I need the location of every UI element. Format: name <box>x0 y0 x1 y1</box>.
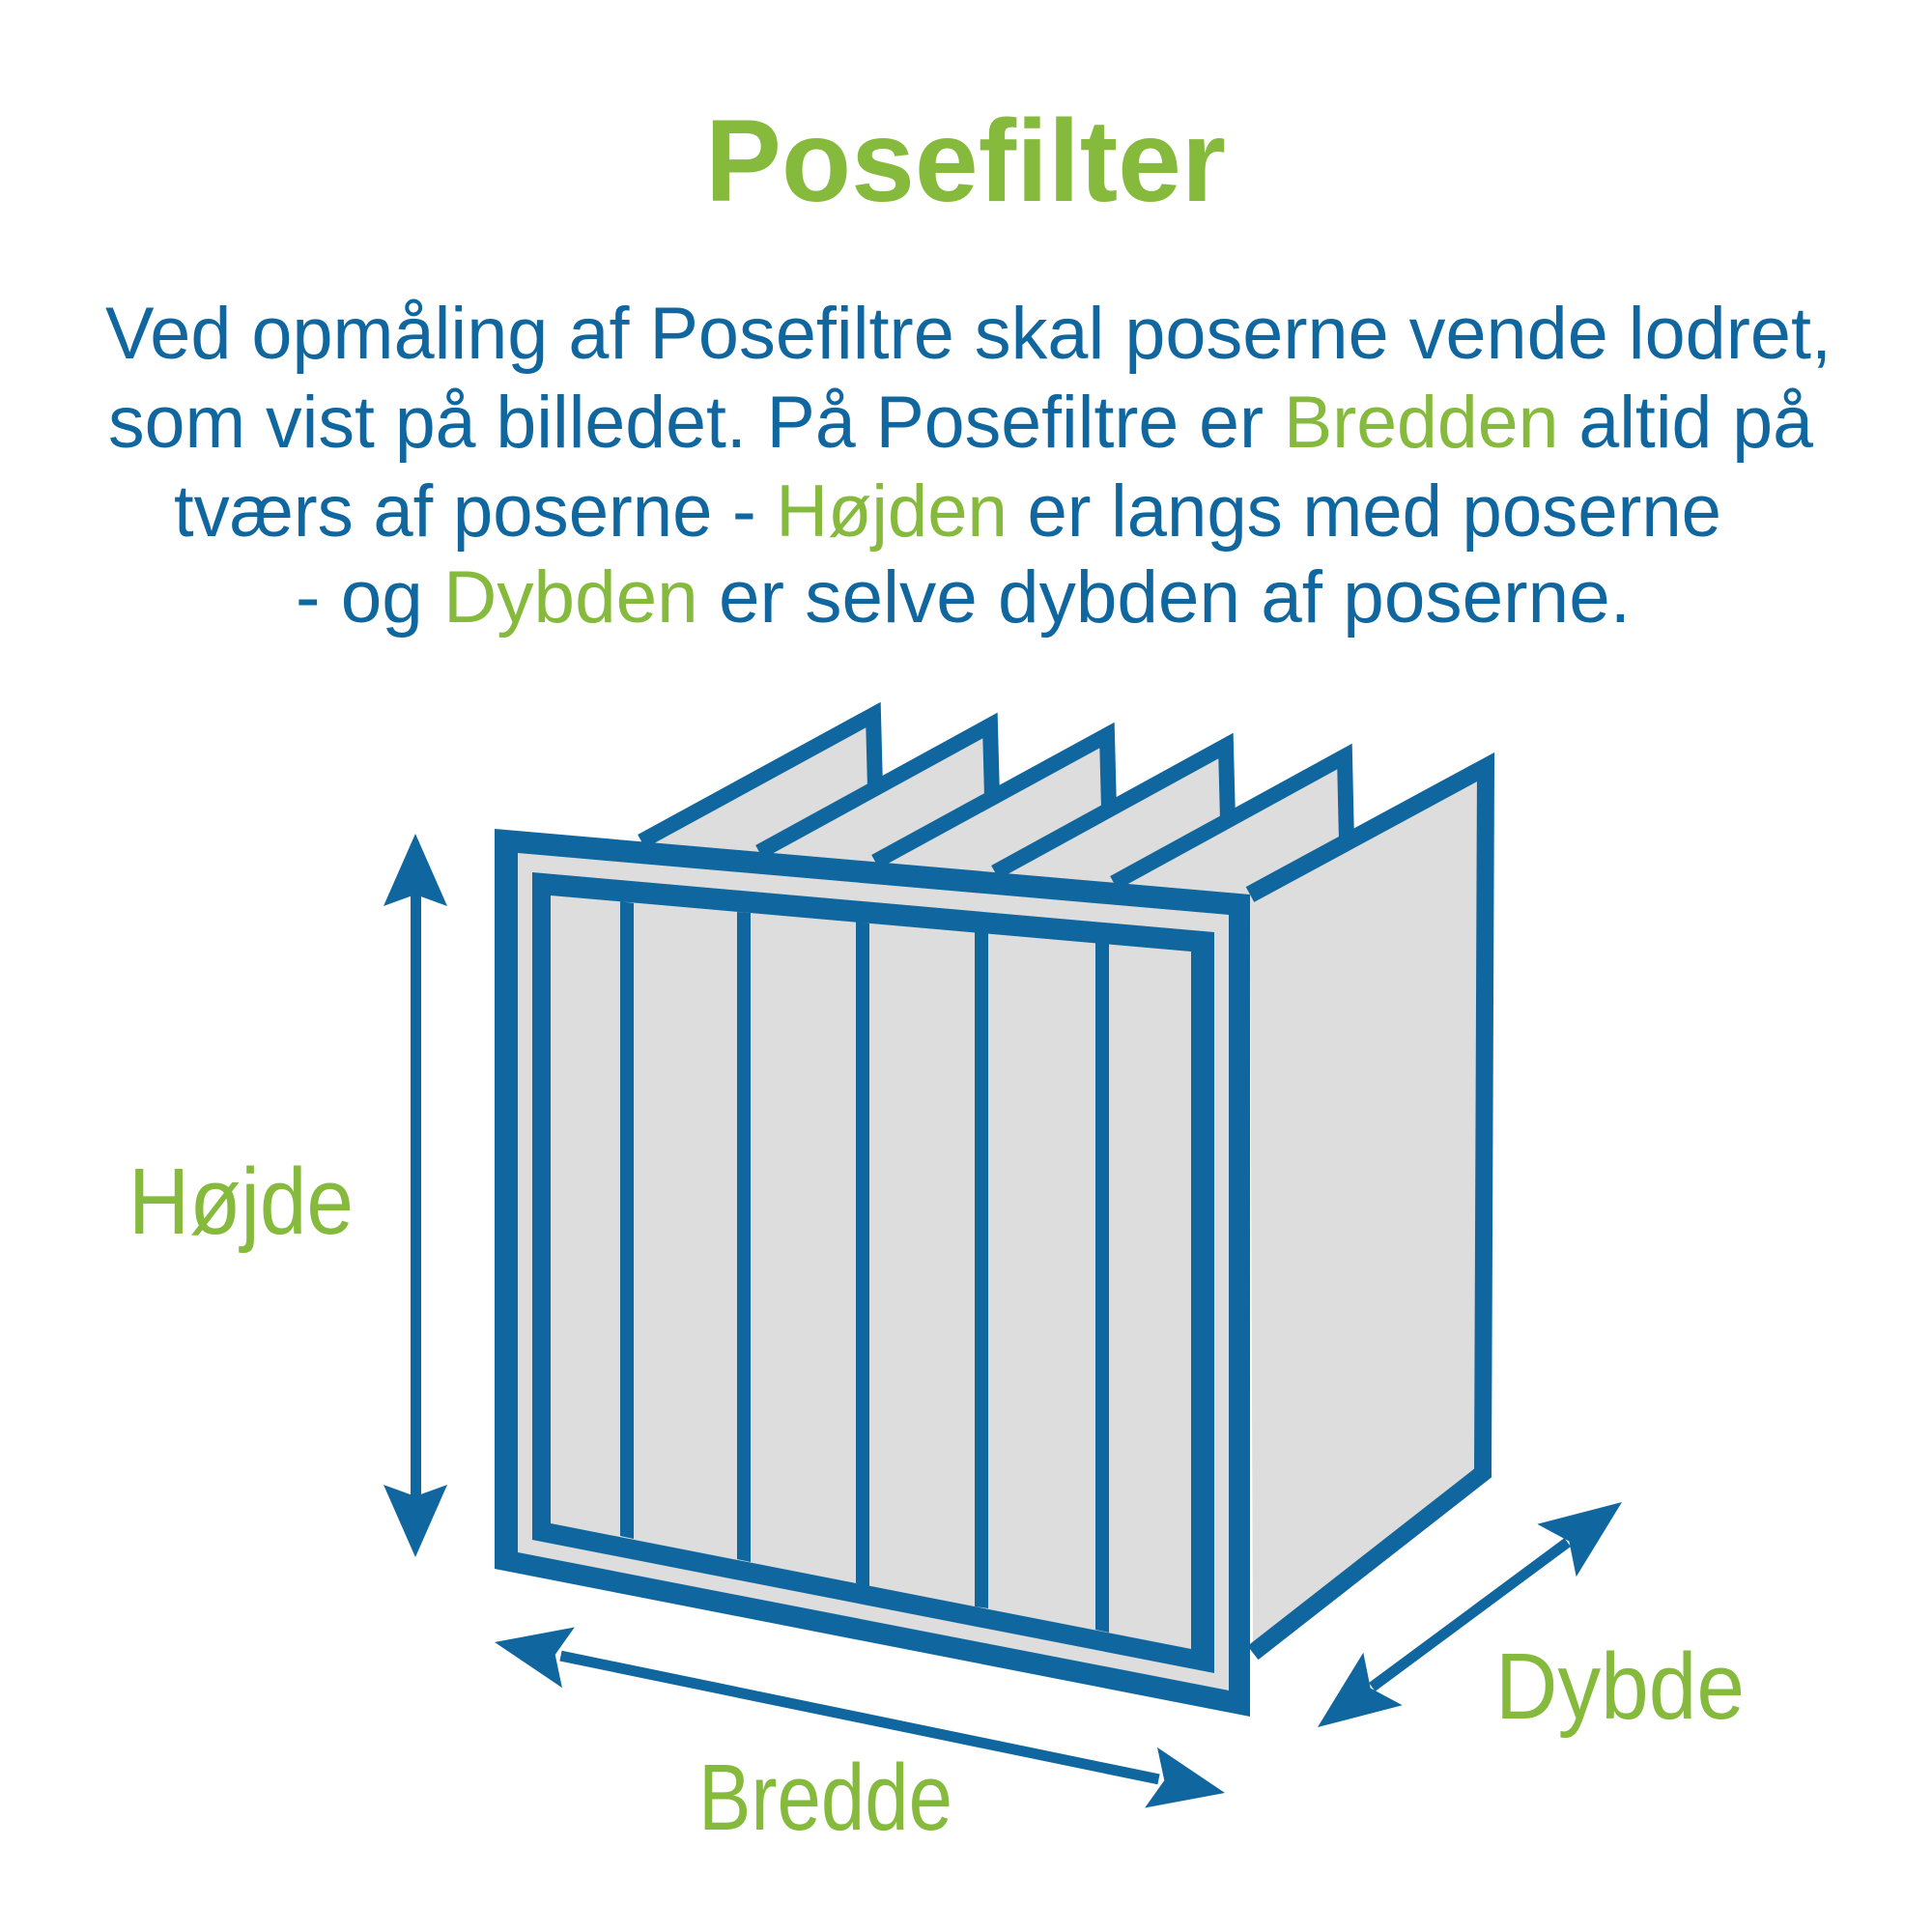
svg-text:som vist på billedet. På Posef: som vist på billedet. På Posefiltre er B… <box>108 382 1814 464</box>
svg-text:Posefilter: Posefilter <box>705 95 1226 226</box>
svg-text:Bredde: Bredde <box>698 1745 952 1850</box>
svg-text:tværs af poserne - Højden er l: tværs af poserne - Højden er langs med p… <box>174 470 1721 553</box>
svg-text:Ved opmåling af Posefiltre ska: Ved opmåling af Posefiltre skal poserne … <box>105 293 1832 375</box>
svg-text:- og Dybden er selve dybden af: - og Dybden er selve dybden af poserne. <box>296 556 1631 639</box>
svg-text:Dybde: Dybde <box>1495 1634 1745 1739</box>
svg-text:Højde: Højde <box>128 1149 354 1254</box>
